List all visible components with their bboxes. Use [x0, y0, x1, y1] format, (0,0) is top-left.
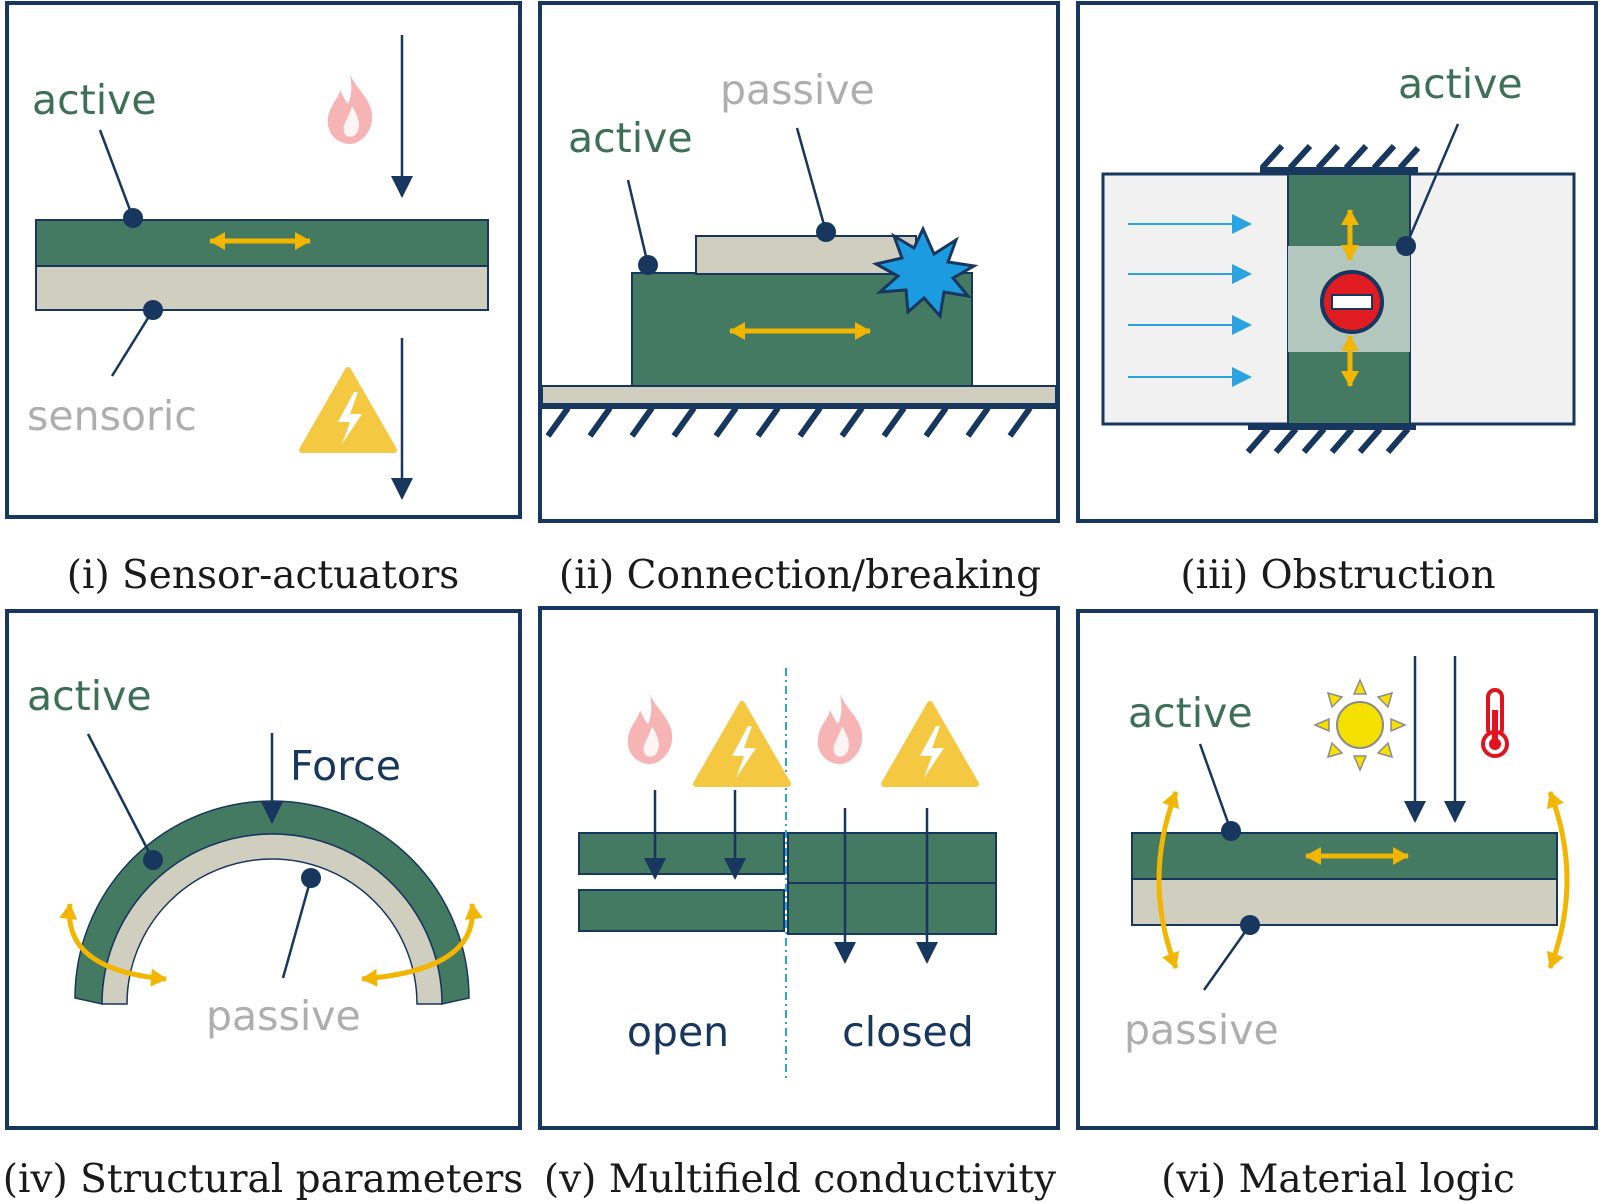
open-lower-layer: [578, 889, 785, 932]
label-passive: passive: [206, 992, 361, 1040]
passive-marker: [1240, 915, 1260, 935]
label-active: active: [27, 672, 152, 720]
label-force: Force: [290, 742, 401, 790]
panel-connection-breaking: active passive: [538, 1, 1060, 523]
label-active: active: [568, 114, 693, 162]
active-marker: [1221, 821, 1241, 841]
label-passive: passive: [1124, 1006, 1279, 1054]
sun-icon: [1313, 678, 1407, 772]
label-sensoric: sensoric: [27, 392, 197, 440]
deflection-arrow-right: [361, 903, 483, 987]
closed-lower-layer: [787, 882, 997, 935]
passive-block: [695, 235, 917, 275]
caption-obstruction: (iii) Obstruction: [1180, 553, 1495, 598]
closed-upper-layer: [787, 832, 997, 884]
active-marker: [123, 208, 143, 228]
bending-arrow-left: [1156, 791, 1179, 969]
active-leader-line: [1198, 743, 1233, 832]
passive-leader-line: [1202, 924, 1252, 991]
bending-arrow-right: [1547, 791, 1570, 969]
panel-frame: [5, 609, 522, 1130]
active-marker: [1396, 236, 1416, 256]
sensoric-layer: [35, 265, 489, 311]
deflection-arrow-left: [59, 903, 167, 987]
sensoric-leader-line: [110, 309, 155, 377]
panel-structural-parameters: Force active passive: [5, 609, 522, 1130]
passive-marker: [816, 222, 836, 242]
passive-leader-line: [281, 877, 313, 979]
panel-sensor-actuators: active sensoric: [5, 1, 522, 519]
caption-material-logic: (vi) Material logic: [1161, 1157, 1515, 1202]
active-marker: [143, 850, 163, 870]
thermometer-icon: [1481, 688, 1509, 758]
label-active: active: [32, 76, 157, 124]
caption-sensor-actuators: (i) Sensor-actuators: [67, 553, 459, 598]
ground-hatching: [542, 403, 1056, 438]
label-open: open: [627, 1008, 729, 1056]
caption-multifield-conductivity: (v) Multifield conductivity: [544, 1157, 1056, 1202]
passive-arch: [101, 833, 443, 1005]
sensoric-marker: [143, 300, 163, 320]
top-wall-hatching: [1259, 143, 1421, 173]
label-active: active: [1398, 60, 1523, 108]
label-passive: passive: [720, 66, 875, 114]
open-upper-layer: [578, 832, 785, 875]
passive-leader-line: [795, 127, 828, 233]
active-leader-line: [98, 129, 135, 219]
passive-layer: [1131, 878, 1558, 926]
active-marker: [638, 255, 658, 275]
label-closed: closed: [842, 1008, 974, 1056]
label-active: active: [1128, 689, 1253, 737]
panel-material-logic: active passive: [1076, 609, 1598, 1130]
active-leader-line: [86, 733, 155, 861]
caption-structural-parameters: (iv) Structural parameters: [3, 1157, 523, 1202]
no-entry-icon: [1320, 270, 1384, 334]
bottom-wall-hatching: [1245, 424, 1416, 454]
active-leader-line: [626, 179, 650, 266]
impact-burst-icon: [871, 225, 979, 320]
caption-connection-breaking: (ii) Connection/breaking: [559, 553, 1041, 598]
panel-multifield-conductivity: open closed: [538, 606, 1060, 1130]
active-leader-line: [1404, 123, 1460, 247]
passive-marker: [301, 868, 321, 888]
panel-obstruction: active: [1076, 1, 1598, 523]
